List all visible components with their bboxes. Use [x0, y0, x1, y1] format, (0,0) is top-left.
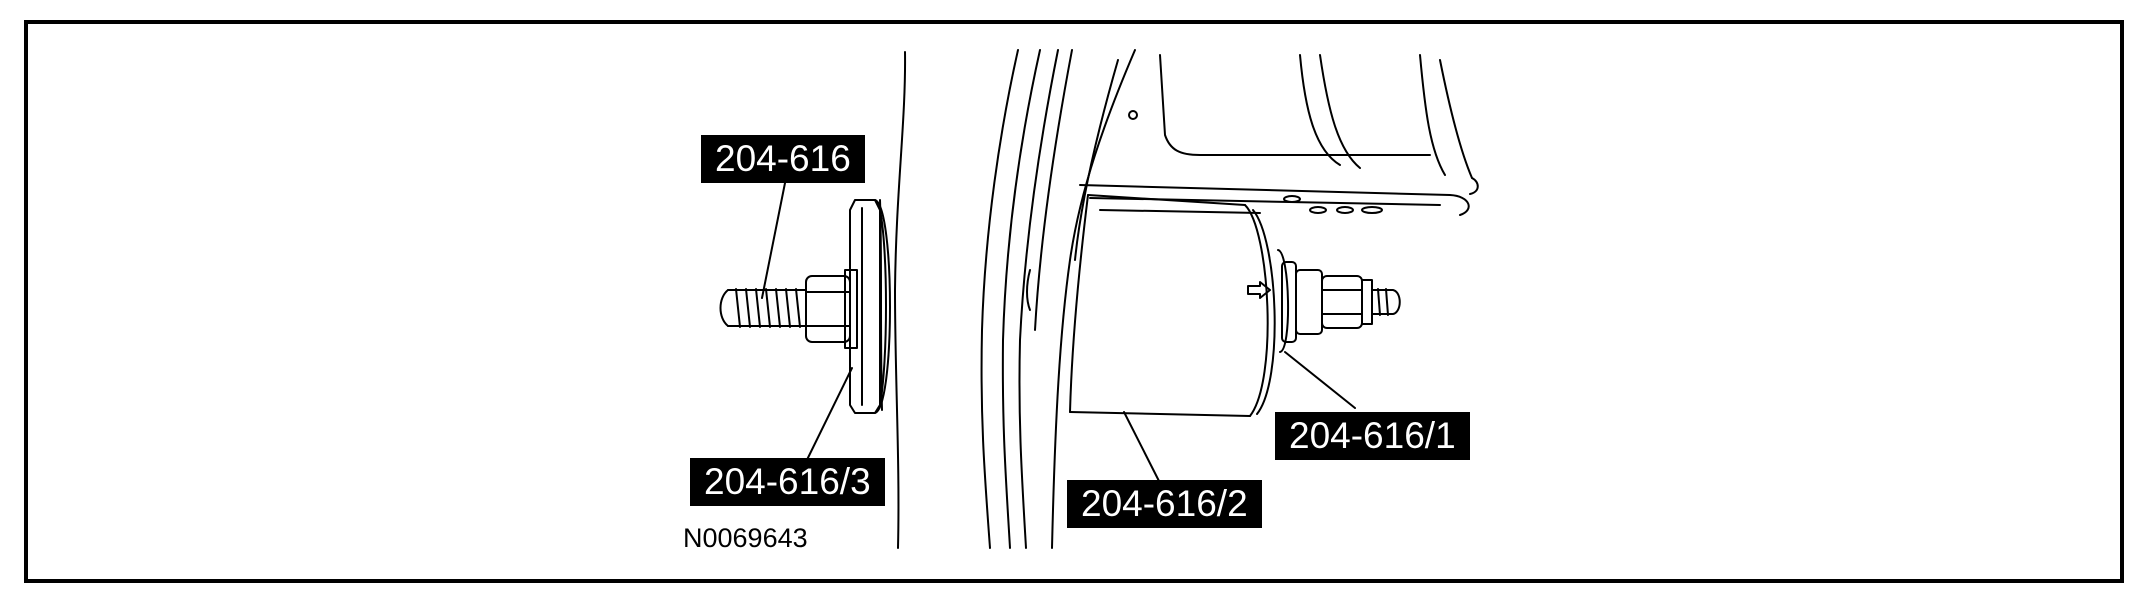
figure-id: N0069643: [683, 523, 808, 553]
receiver-cylinder: [1069, 194, 1276, 417]
left-threaded-stud: [719, 288, 807, 328]
left-washer-plate: [849, 199, 891, 414]
right-threaded-stud: [1371, 288, 1401, 316]
callout-tool-204-616-3: 204-616/3: [690, 458, 885, 506]
leader-lines: [761, 182, 1356, 488]
left-nut: [805, 269, 858, 349]
callout-tool-204-616-1: 204-616/1: [1275, 412, 1470, 460]
upper-crossmember: [1079, 54, 1479, 216]
callout-tool-204-616-2: 204-616/2: [1067, 480, 1262, 528]
body-structure-curves: [980, 49, 1138, 549]
direction-arrow-icon: [1247, 281, 1271, 299]
callout-tool-204-616: 204-616: [701, 135, 865, 183]
right-adapter-nut: [1277, 249, 1373, 353]
